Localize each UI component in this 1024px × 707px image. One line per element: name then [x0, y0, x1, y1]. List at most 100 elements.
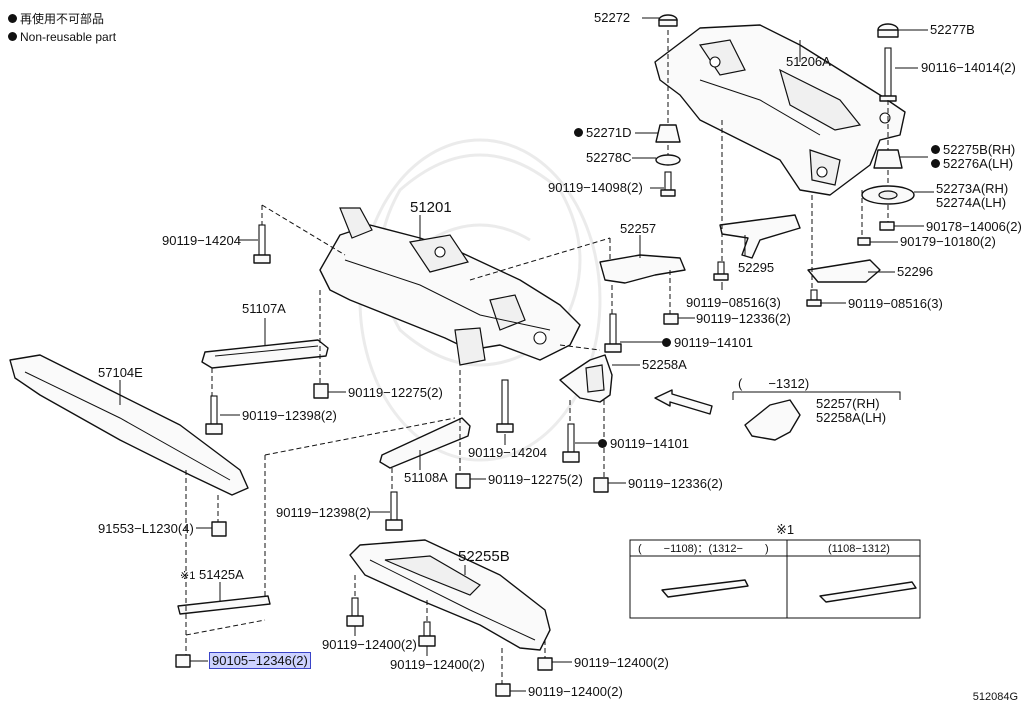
part-label-90119-08516-b[interactable]: 90119−08516(3) [848, 296, 943, 311]
legend-text-jp: 再使用不可部品 [20, 12, 105, 26]
part-label-52276a[interactable]: 52276A(LH) [931, 157, 1013, 171]
part-label-52258a[interactable]: 52258A [642, 357, 687, 372]
bracket-52258a [559, 354, 613, 403]
part-label-90119-08516-a[interactable]: 90119−08516(3) [686, 295, 781, 310]
part-label-90119-14204-top[interactable]: 90119−14204 [162, 233, 241, 248]
inset-column-1-header: ( −1108)：(1312− ) [638, 543, 769, 555]
part-label-51201[interactable]: 51201 [410, 199, 452, 216]
arm-52295 [719, 214, 801, 259]
part-label-57104e[interactable]: 57104E [98, 365, 143, 380]
part-label-52275b[interactable]: 52275B(RH) [931, 143, 1015, 157]
part-label-90119-12336-mid[interactable]: 90119−12336(2) [628, 476, 723, 491]
bolt-90119-12336-top [663, 313, 679, 325]
member-51107a [201, 339, 329, 369]
bolt-90119-14101-top [604, 313, 622, 353]
rear-subframe-51206a [654, 24, 906, 196]
part-label-52272[interactable]: 52272 [594, 10, 631, 25]
part-label-90105-12346[interactable]: 90105−12346(2) [209, 652, 311, 669]
part-label-90119-12275-top[interactable]: 90119−12275(2) [348, 385, 443, 400]
bolt-90105-12346 [175, 654, 191, 668]
legend-text-en: Non-reusable part [20, 30, 117, 44]
part-label-90119-12400-c[interactable]: 90119−12400(2) [574, 655, 669, 670]
bolt-90119-08516-b [806, 289, 822, 307]
leader-lines [119, 17, 934, 692]
part-label-52277b[interactable]: 52277B [930, 22, 975, 37]
non-reusable-dot-icon [931, 145, 940, 154]
filled-dot-icon [8, 14, 17, 23]
bracket-52273a-52274a [861, 185, 915, 205]
part-label-52274a[interactable]: 52274A(LH) [936, 195, 1007, 210]
part-label-1312: ( −1312) [738, 376, 810, 391]
bolt-90119-12275-top [313, 383, 329, 399]
part-label-90119-14101-top[interactable]: 90119−14101 [662, 336, 753, 350]
bolt-90119-14098 [660, 171, 676, 197]
bolt-90119-12275-mid [455, 473, 471, 489]
part-label-90119-12275-mid[interactable]: 90119−12275(2) [488, 472, 583, 487]
bolt-90119-12400-d [495, 683, 511, 697]
part-label-52271d[interactable]: 52271D [574, 126, 632, 140]
plate-51425a [177, 595, 271, 615]
part-label-51108a[interactable]: 51108A [404, 470, 448, 485]
bolt-90119-14204-top [253, 224, 271, 264]
bolt-90119-08516-a [713, 261, 729, 281]
non-reusable-dot-icon [574, 128, 583, 137]
arrow-indicator [654, 389, 713, 415]
filled-dot-icon [8, 32, 17, 41]
bolt-90119-14101-mid [562, 423, 580, 463]
part-label-91553-l1230[interactable]: 91553−L1230(4) [98, 521, 194, 536]
highlighted-part-number: 90105−12346(2) [209, 652, 311, 669]
plate-52255b [349, 539, 551, 651]
bolt-91553-l1230 [211, 521, 227, 537]
bolt-90119-12398-mid [385, 491, 403, 531]
part-label-52257[interactable]: 52257 [620, 221, 657, 236]
part-label-52255b[interactable]: 52255B [458, 548, 510, 565]
member-51108a [379, 417, 471, 469]
part-label-90119-12400-a[interactable]: 90119−12400(2) [322, 637, 417, 652]
non-reusable-dot-icon [598, 439, 607, 448]
bushing-52272 [658, 14, 678, 27]
washer-90179-10180 [857, 237, 871, 246]
part-label-90119-12398-top[interactable]: 90119−12398(2) [242, 408, 337, 423]
part-label-90116-14014[interactable]: 90116−14014(2) [921, 60, 1016, 75]
part-label-90119-14098[interactable]: 90119−14098(2) [548, 180, 643, 195]
arm-52296 [807, 259, 881, 283]
part-label-90119-12398-mid[interactable]: 90119−12398(2) [276, 505, 371, 520]
part-label-90119-12400-d[interactable]: 90119−12400(2) [528, 684, 623, 699]
stud-90116-14014 [879, 47, 897, 102]
part-label-51425a[interactable]: ※1 51425A [180, 567, 244, 583]
bushing-52271d [655, 124, 681, 143]
inset-column-2-header: (1108−1312) [828, 543, 890, 555]
bolt-90119-12400-c [537, 657, 553, 671]
bracket-52257-rh-inset [744, 399, 801, 441]
part-label-90178-14006[interactable]: 90178−14006(2) [926, 219, 1022, 234]
bolt-90119-14204-mid [496, 379, 514, 433]
note-mark: ※1 [180, 570, 196, 582]
bolt-90119-12400-a [346, 597, 364, 627]
part-label-52273a[interactable]: 52273A(RH) [936, 181, 1009, 196]
bolt-90119-12400-b [418, 621, 436, 647]
legend-en: Non-reusable part [8, 30, 116, 44]
diagram-reference-code: 512084G [972, 691, 1018, 703]
part-label-52278c[interactable]: 52278C [586, 150, 632, 165]
part-label-51107a[interactable]: 51107A [242, 301, 286, 316]
part-label-52296[interactable]: 52296 [897, 264, 934, 279]
part-label-90119-12336-top[interactable]: 90119−12336(2) [696, 311, 791, 326]
part-label-51206a[interactable]: 51206A [786, 54, 831, 69]
part-label-52258a-lh[interactable]: 52258A(LH) [816, 410, 887, 425]
front-crossmember-51201 [319, 207, 581, 366]
part-label-52295[interactable]: 52295 [738, 260, 775, 275]
bushing-52277b [877, 23, 899, 38]
washer-52278c [655, 154, 681, 166]
assembly-dashed-lines [185, 30, 889, 684]
part-label-90119-12400-b[interactable]: 90119−12400(2) [390, 657, 485, 672]
inset-mark: ※1 [776, 522, 795, 537]
non-reusable-dot-icon [662, 338, 671, 347]
legend-jp: 再使用不可部品 [8, 12, 104, 26]
non-reusable-dot-icon [931, 159, 940, 168]
part-label-90119-14101-mid[interactable]: 90119−14101 [598, 437, 689, 451]
part-label-90119-14204-mid[interactable]: 90119−14204 [468, 445, 547, 460]
bolt-90119-12336-mid [593, 477, 609, 493]
part-label-90179-10180[interactable]: 90179−10180(2) [900, 234, 996, 249]
part-label-52257-rh[interactable]: 52257(RH) [816, 396, 880, 411]
